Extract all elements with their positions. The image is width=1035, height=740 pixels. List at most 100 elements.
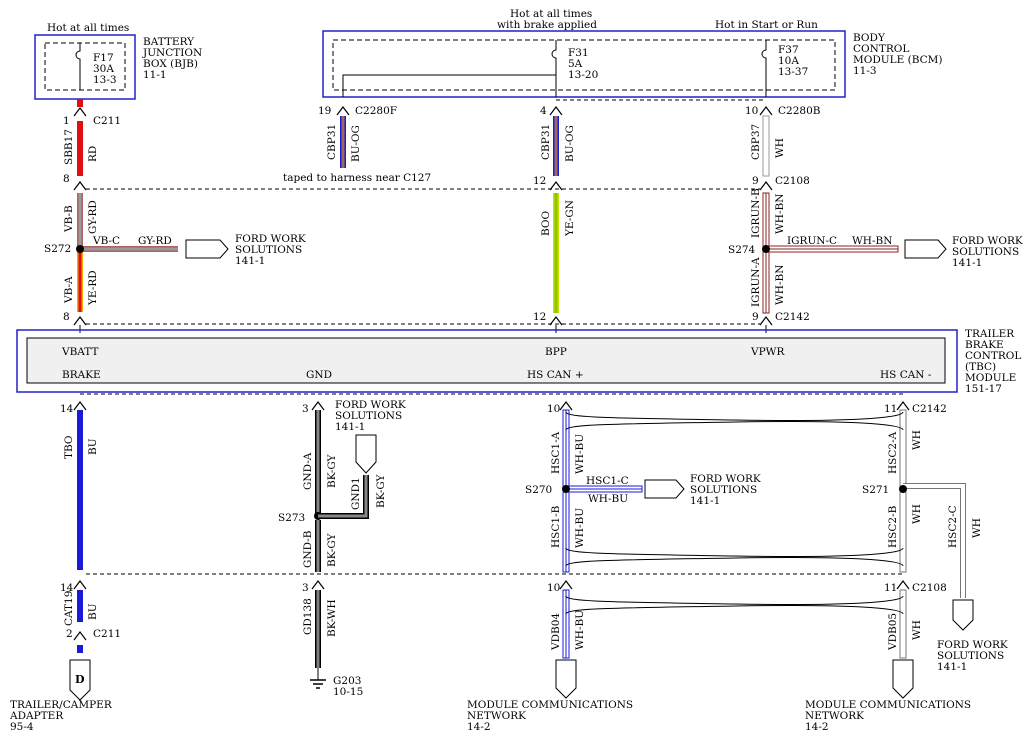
wire-cbp37 xyxy=(762,115,770,177)
c2108b-pin10: 10 xyxy=(547,582,560,594)
splice-s270-label: S270 xyxy=(525,484,552,496)
wire-hsc2a-color: WH xyxy=(911,430,923,450)
bjb-label-3: BOX (BJB) xyxy=(143,58,198,70)
tbc-pin3: 3 xyxy=(302,403,309,415)
wire-igruna-circuit: IGRUN-A xyxy=(750,257,762,307)
wire-hsc1b-color: WH-BU xyxy=(574,508,586,548)
wire-igrunc-circuit: IGRUN-C xyxy=(787,235,837,247)
c2142-pin12-connector xyxy=(549,316,563,326)
splice-s274 xyxy=(762,245,770,253)
tbc-label-5: MODULE xyxy=(965,372,1016,384)
wire-cat19-stub xyxy=(77,645,83,653)
c2108b-pin11: 11 xyxy=(884,582,897,594)
bcm-box xyxy=(322,30,846,98)
bcm-fuse31-name: F31 xyxy=(568,47,589,59)
wire-tbo-circuit: TBO xyxy=(63,435,75,459)
wire-boo-stripe xyxy=(554,193,558,313)
bjb-label-1: BATTERY xyxy=(143,36,195,48)
bjb-label-2: JUNCTION xyxy=(142,47,202,59)
c2108b-label: C2108 xyxy=(912,582,947,594)
wire-hsc2b-color: WH xyxy=(911,504,923,524)
hscan-minus-wires xyxy=(899,409,966,659)
fws4-arrow xyxy=(644,479,685,499)
c2108-pin8-connector xyxy=(73,181,87,191)
mcn2-label-2: NETWORK xyxy=(805,710,864,722)
c2142-label: C2142 xyxy=(775,311,810,323)
c2108b-pin14-connector xyxy=(73,580,87,590)
bcm-fuse31-ref: 13-20 xyxy=(568,69,598,81)
wire-cat19-circuit: CAT19 xyxy=(63,591,75,626)
tbc-label-6: 151-17 xyxy=(965,383,1002,395)
tbc-pin11-connector xyxy=(896,401,910,411)
fws2-label-1: FORD WORK xyxy=(952,235,1023,247)
splice-s270 xyxy=(562,485,570,493)
fws3-label-2: SOLUTIONS xyxy=(335,410,402,422)
fws2-label-3: 141-1 xyxy=(952,257,982,269)
bcm-fuse37-amp: 10A xyxy=(778,55,799,67)
wire-hsc2c-color: WH xyxy=(971,518,983,538)
trailer-pin-d: D xyxy=(75,673,85,686)
wire-gndb-stripe xyxy=(316,520,320,572)
wire-gnda-circuit: GND-A xyxy=(302,452,314,490)
wire-vba-stripe xyxy=(78,250,82,312)
bcm-pin4-connector xyxy=(549,106,563,116)
wire-vdb04-circuit: VDB04 xyxy=(550,613,562,651)
c2280f-connector xyxy=(336,106,350,116)
bjb-label-4: 11-1 xyxy=(143,69,167,81)
wire-cbp37-circuit: CBP37 xyxy=(750,124,762,160)
wire-vbb-circuit: VB-B xyxy=(63,205,75,233)
c2280b-connector xyxy=(759,106,773,116)
wire-igrunb-circuit: IGRUN-B xyxy=(750,188,762,238)
fws3-arrow xyxy=(355,434,377,474)
wire-cbp31b-color: BU-OG xyxy=(564,125,576,162)
wire-vbc-color: GY-RD xyxy=(138,235,172,247)
hot-brake-label-1: Hot at all times xyxy=(510,8,592,20)
wire-cat19-color: BU xyxy=(87,603,99,620)
splice-s272 xyxy=(76,245,84,253)
hot-start-run-label: Hot in Start or Run xyxy=(715,19,818,31)
trailer-label-1: TRAILER/CAMPER xyxy=(10,699,113,711)
bjb-fuse-ref: 13-3 xyxy=(93,74,117,86)
bcm-fuse37-symbol xyxy=(761,40,767,97)
wire-gnda-stripe xyxy=(316,410,320,514)
twisted-pair-loop-1 xyxy=(565,411,904,431)
wire-cbp31-taped-stripe xyxy=(341,116,345,168)
c2108b-pin14: 14 xyxy=(60,582,74,594)
mcn2-label-1: MODULE COMMUNICATIONS xyxy=(805,699,971,711)
c2280f-label: C2280F xyxy=(355,105,397,117)
tbc-vbatt: VBATT xyxy=(61,346,99,358)
wire-gd138-circuit: GD138 xyxy=(302,598,314,635)
tbc-pin10-connector xyxy=(559,401,573,411)
mcn2-label-3: 14-2 xyxy=(805,721,829,733)
wire-vba-color: YE-RD xyxy=(87,270,99,306)
fws4-label-2: SOLUTIONS xyxy=(690,484,757,496)
fws5-label-3: 141-1 xyxy=(937,661,967,673)
wire-tbo-color: BU xyxy=(87,438,99,455)
wire-sbb17-circuit: SBB17 xyxy=(63,129,75,165)
fws3-label-3: 141-1 xyxy=(335,421,365,433)
bjb-fuse-symbol xyxy=(75,43,81,90)
hscan-plus-wires xyxy=(562,409,643,659)
c211-bot-connector xyxy=(73,631,87,641)
splice-s271 xyxy=(899,485,907,493)
fws2-arrow xyxy=(904,239,947,259)
mcn1-label-1: MODULE COMMUNICATIONS xyxy=(467,699,633,711)
wire-vbc-circuit: VB-C xyxy=(92,235,120,247)
c2108-pin12: 12 xyxy=(533,175,546,187)
wire-hsc2b-circuit: HSC2-B xyxy=(887,505,899,548)
wire-sbb17-color: RD xyxy=(87,146,99,162)
bcm-pin4: 4 xyxy=(540,105,547,117)
wire-gd138-color: BK-WH xyxy=(326,599,338,637)
wire-bjb-stub xyxy=(77,99,83,107)
twisted-pair-loop-2 xyxy=(565,547,904,567)
c2108-pin9-connector xyxy=(759,181,773,191)
wire-vdb05-color: WH xyxy=(911,620,923,640)
bcm-fuse37-name: F37 xyxy=(778,44,799,56)
wire-vbb-color: GY-RD xyxy=(87,200,99,234)
wire-gd138-stripe xyxy=(316,590,320,668)
bjb-fuse-amp: 30A xyxy=(93,63,114,75)
wire-hsc1c-color: WH-BU xyxy=(588,493,628,505)
wire-igrunb-color: WH-BN xyxy=(774,194,786,234)
fws1-label-3: 141-1 xyxy=(235,255,265,267)
